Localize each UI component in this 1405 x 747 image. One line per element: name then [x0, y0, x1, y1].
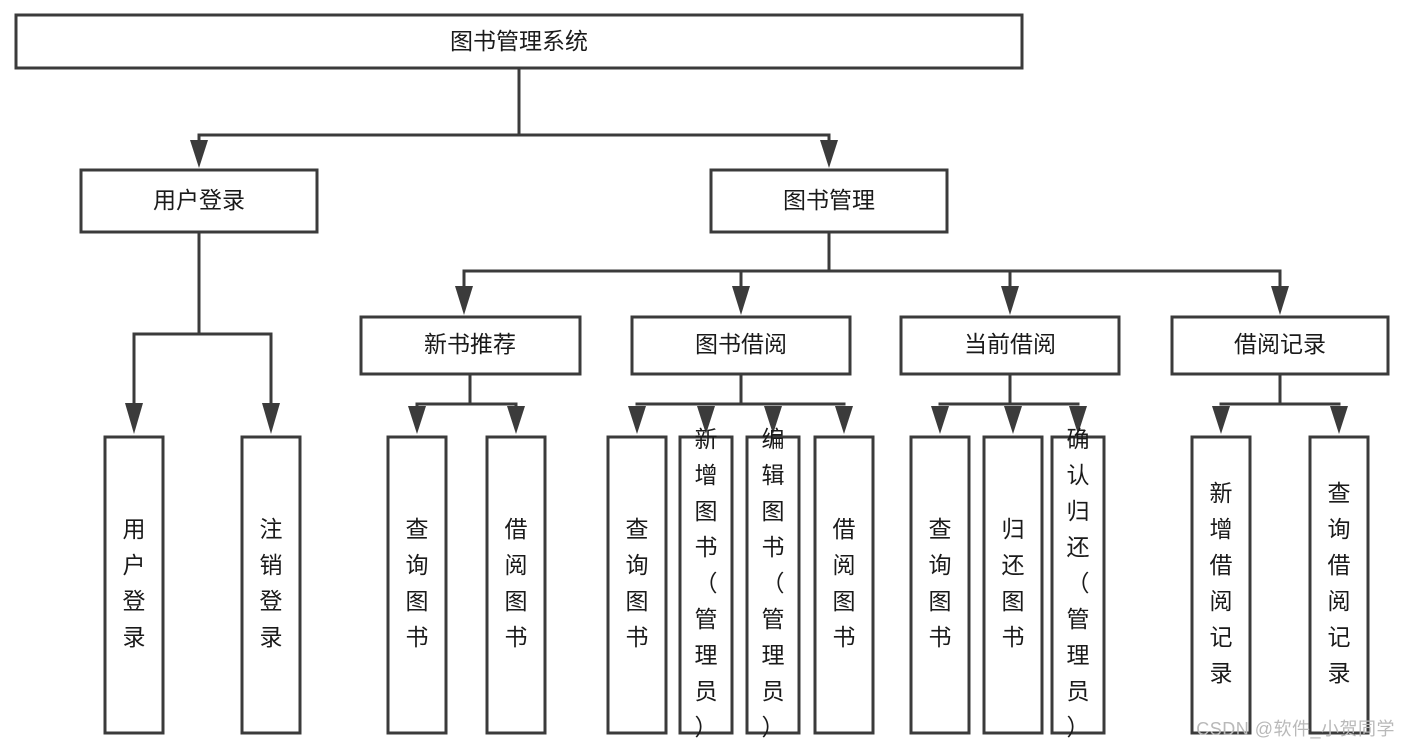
- node-book-manage-box[interactable]: [709, 168, 949, 234]
- leaf-user-login-box[interactable]: [103, 435, 165, 735]
- connector-group-user-login: [125, 230, 280, 434]
- node-new-book-recommend[interactable]: 新书推荐: [359, 315, 582, 376]
- connector-group-borrow-record: [1212, 372, 1348, 434]
- leaf-borrow-book-2[interactable]: 借阅图书: [813, 435, 875, 735]
- leaf-borrow-book-1-box[interactable]: [485, 435, 547, 735]
- arrowhead-leaf-add-record: [1212, 406, 1230, 434]
- arrowhead-leaf-add-book: [697, 406, 715, 434]
- leaf-borrow-book-1-label: 借阅图书: [505, 516, 528, 650]
- leaf-user-login[interactable]: 用户登录: [103, 435, 165, 735]
- leaf-query-record[interactable]: 查询借阅记录: [1308, 435, 1370, 735]
- leaf-edit-book[interactable]: 编辑图书（管理员）: [745, 426, 801, 740]
- arrowhead-leaf-query-book-3: [931, 406, 949, 434]
- leaf-return-book-label: 归还图书: [1002, 516, 1025, 650]
- leaf-return-book-box[interactable]: [982, 435, 1044, 735]
- arrowhead-user-login: [190, 140, 208, 168]
- node-root-label: 图书管理系统: [450, 28, 588, 54]
- node-current-borrow-label: 当前借阅: [964, 331, 1056, 357]
- leaf-user-logout-box[interactable]: [240, 435, 302, 735]
- leaf-add-book-label: 新增图书（管理员）: [695, 426, 718, 740]
- leaf-query-book-3-label: 查询图书: [929, 516, 952, 650]
- leaf-query-record-label: 查询借阅记录: [1328, 480, 1351, 686]
- leaf-user-login-label: 用户登录: [123, 516, 146, 650]
- node-borrow-record-label: 借阅记录: [1234, 331, 1326, 357]
- leaf-edit-book-box[interactable]: [745, 435, 801, 735]
- leaf-borrow-book-2-box[interactable]: [813, 435, 875, 735]
- arrowhead-book-borrow: [732, 286, 750, 315]
- leaf-query-book-2[interactable]: 查询图书: [606, 435, 668, 735]
- node-user-login-box[interactable]: [79, 168, 319, 234]
- leaf-query-book-2-label: 查询图书: [626, 516, 649, 650]
- node-book-borrow[interactable]: 图书借阅: [630, 315, 852, 376]
- arrowhead-borrow-record: [1271, 286, 1289, 315]
- arrowhead-leaf-user-login: [125, 403, 143, 434]
- leaf-add-record-box[interactable]: [1190, 435, 1252, 735]
- connector-group-root: [190, 66, 838, 168]
- node-book-borrow-label: 图书借阅: [695, 331, 787, 357]
- leaf-query-book-1-box[interactable]: [386, 435, 448, 735]
- arrowhead-leaf-user-logout: [262, 403, 280, 434]
- node-user-login[interactable]: 用户登录: [79, 168, 319, 234]
- leaf-return-book[interactable]: 归还图书: [982, 435, 1044, 735]
- arrowhead-leaf-query-record: [1330, 406, 1348, 434]
- leaf-user-logout-label: 注销登录: [260, 516, 283, 650]
- arrowhead-current-borrow: [1001, 286, 1019, 315]
- leaf-edit-book-label: 编辑图书（管理员）: [762, 426, 785, 740]
- leaf-query-book-1[interactable]: 查询图书: [386, 435, 448, 735]
- leaf-borrow-book-2-label: 借阅图书: [833, 516, 856, 650]
- node-root-box[interactable]: [14, 13, 1024, 70]
- leaf-confirm-return[interactable]: 确认归还（管理员）: [1050, 426, 1106, 740]
- leaf-confirm-return-box[interactable]: [1050, 435, 1106, 735]
- leaf-query-book-3[interactable]: 查询图书: [909, 435, 971, 735]
- node-book-manage-label: 图书管理: [783, 187, 875, 213]
- node-root[interactable]: 图书管理系统: [14, 13, 1024, 70]
- node-borrow-record[interactable]: 借阅记录: [1170, 315, 1390, 376]
- connector-group-current-borrow: [931, 372, 1087, 434]
- leaf-query-book-1-label: 查询图书: [406, 516, 429, 650]
- leaf-add-book[interactable]: 新增图书（管理员）: [678, 426, 734, 740]
- node-borrow-record-box[interactable]: [1170, 315, 1390, 376]
- leaf-query-book-2-box[interactable]: [606, 435, 668, 735]
- leaf-add-record[interactable]: 新增借阅记录: [1190, 435, 1252, 735]
- node-book-borrow-box[interactable]: [630, 315, 852, 376]
- arrowhead-leaf-return-book: [1004, 406, 1022, 434]
- csdn-watermark: CSDN @软件_小贺同学: [1196, 719, 1395, 739]
- arrowhead-leaf-borrow-book-2: [835, 406, 853, 434]
- node-current-borrow[interactable]: 当前借阅: [899, 315, 1121, 376]
- leaf-user-logout[interactable]: 注销登录: [240, 435, 302, 735]
- arrowhead-leaf-edit-book: [764, 406, 782, 434]
- leaf-borrow-book-1[interactable]: 借阅图书: [485, 435, 547, 735]
- arrowhead-book-manage: [820, 140, 838, 168]
- arrowhead-leaf-query-book-2: [628, 406, 646, 434]
- arrowhead-leaf-confirm-return: [1069, 406, 1087, 434]
- connector-group-book-manage: [455, 230, 1289, 315]
- leaf-query-record-box[interactable]: [1308, 435, 1370, 735]
- node-current-borrow-box[interactable]: [899, 315, 1121, 376]
- arrowhead-new-book-recommend: [455, 286, 473, 315]
- leaf-confirm-return-label: 确认归还（管理员）: [1067, 426, 1090, 740]
- arrowhead-leaf-borrow-book-1: [507, 406, 525, 434]
- arrowhead-leaf-query-book-1: [408, 406, 426, 434]
- connector-group-book-borrow: [628, 372, 853, 434]
- leaf-query-book-3-box[interactable]: [909, 435, 971, 735]
- leaf-add-record-label: 新增借阅记录: [1210, 480, 1233, 686]
- connector-group-new-book-recommend: [408, 372, 525, 434]
- node-book-manage[interactable]: 图书管理: [709, 168, 949, 234]
- node-user-login-label: 用户登录: [153, 187, 245, 213]
- leaf-add-book-box[interactable]: [678, 435, 734, 735]
- node-new-book-recommend-box[interactable]: [359, 315, 582, 376]
- node-new-book-recommend-label: 新书推荐: [424, 331, 516, 357]
